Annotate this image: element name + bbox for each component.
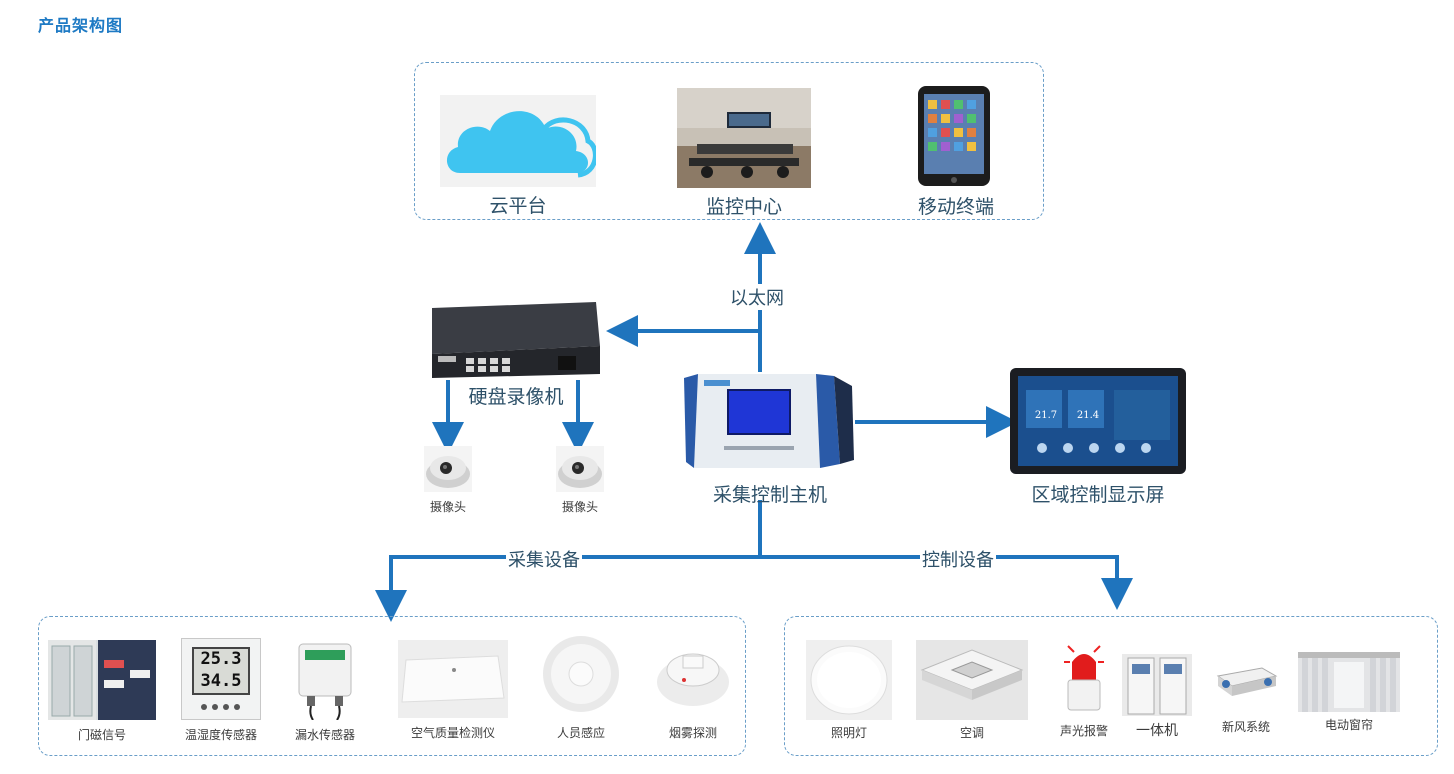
- label-alarm-light: 声光报警: [1059, 724, 1108, 738]
- node-alarm-light: 声光报警: [1054, 640, 1114, 744]
- edge-label-collect: 采集设备: [506, 546, 582, 572]
- arrow-to-control: [760, 555, 1133, 610]
- air-quality-icon: [398, 640, 508, 718]
- thermo-reading-humidity: 34.5: [200, 671, 242, 691]
- cloud-icon: [440, 95, 596, 187]
- motion-sensor-icon: [541, 634, 621, 714]
- label-camera-2: 摄像头: [561, 500, 598, 514]
- control-room-icon: [677, 88, 811, 188]
- label-mobile-terminal: 移动终端: [917, 196, 994, 218]
- collect-group-box: [38, 616, 746, 756]
- node-curtain: 电动窗帘: [1294, 652, 1404, 744]
- node-air-conditioner: 空调: [916, 640, 1028, 744]
- node-door-sensor: 门磁信号: [48, 640, 156, 744]
- display-reading-2: 21.4: [1076, 410, 1100, 421]
- node-nvr: 硬盘录像机: [428, 298, 604, 408]
- edge-label-ethernet: 以太网: [728, 284, 786, 310]
- label-monitoring-center: 监控中心: [705, 196, 782, 218]
- nvr-icon: [428, 298, 604, 378]
- node-camera-1: 摄像头: [418, 446, 478, 516]
- node-display: 21.7 21.4 区域控制显示屏: [1010, 368, 1186, 506]
- node-camera-2: 摄像头: [550, 446, 610, 516]
- node-cabinet: 一体机: [1120, 654, 1194, 744]
- host-unit-icon: [684, 372, 858, 472]
- door-sensor-icon: [48, 640, 156, 720]
- label-air-conditioner: 空调: [959, 726, 984, 740]
- label-nvr: 硬盘录像机: [468, 386, 564, 408]
- curtain-icon: [1298, 652, 1400, 712]
- label-ceiling-light: 照明灯: [830, 726, 867, 740]
- cabinet-icon: [1122, 654, 1192, 716]
- label-curtain: 电动窗帘: [1324, 718, 1373, 732]
- control-group-box: [784, 616, 1438, 756]
- thermo-reading-temp: 25.3: [200, 649, 242, 669]
- label-motion-sensor: 人员感应: [556, 726, 605, 740]
- smoke-detector-icon: [654, 636, 732, 714]
- label-leak-sensor: 漏水传感器: [294, 728, 355, 742]
- label-thermo-hygrometer: 温湿度传感器: [184, 728, 257, 742]
- label-cabinet: 一体机: [1136, 723, 1178, 739]
- label-fresh-air: 新风系统: [1221, 720, 1270, 734]
- label-display: 区域控制显示屏: [1031, 484, 1165, 506]
- node-host: 采集控制主机: [682, 372, 858, 506]
- fresh-air-icon: [1214, 664, 1278, 700]
- ceiling-light-icon: [806, 640, 892, 720]
- label-air-quality: 空气质量检测仪: [410, 726, 495, 740]
- alarm-light-icon: [1060, 640, 1108, 716]
- top-group-box: [414, 62, 1044, 220]
- node-air-quality: 空气质量检测仪: [394, 640, 512, 744]
- arrow-to-collect: [375, 555, 760, 622]
- node-mobile-terminal: 移动终端: [900, 86, 1012, 220]
- display-reading-1: 21.7: [1034, 410, 1058, 421]
- label-door-sensor: 门磁信号: [77, 728, 126, 742]
- node-cloud-platform: 云平台: [440, 95, 596, 220]
- air-conditioner-icon: [916, 640, 1028, 720]
- node-motion-sensor: 人员感应: [536, 634, 626, 744]
- edge-label-control: 控制设备: [920, 546, 996, 572]
- display-panel-icon: 21.7 21.4: [1010, 368, 1186, 474]
- label-cloud-platform: 云平台: [489, 195, 547, 217]
- dome-camera-icon: [556, 446, 604, 492]
- node-ceiling-light: 照明灯: [804, 640, 894, 744]
- node-leak-sensor: 漏水传感器: [290, 640, 360, 744]
- tablet-icon: [918, 86, 990, 186]
- node-monitoring-center: 监控中心: [677, 88, 811, 220]
- dome-camera-icon: [424, 446, 472, 492]
- leak-sensor-icon: [295, 640, 355, 720]
- node-thermo-hygrometer: 25.3 34.5 温湿度传感器: [176, 638, 266, 744]
- label-smoke-detector: 烟雾探测: [668, 726, 717, 740]
- node-smoke-detector: 烟雾探测: [648, 636, 738, 744]
- label-host: 采集控制主机: [712, 484, 827, 506]
- label-camera-1: 摄像头: [429, 500, 466, 514]
- thermo-hygrometer-icon: 25.3 34.5: [181, 638, 261, 720]
- node-fresh-air: 新风系统: [1210, 664, 1282, 744]
- page-title: 产品架构图: [38, 16, 124, 35]
